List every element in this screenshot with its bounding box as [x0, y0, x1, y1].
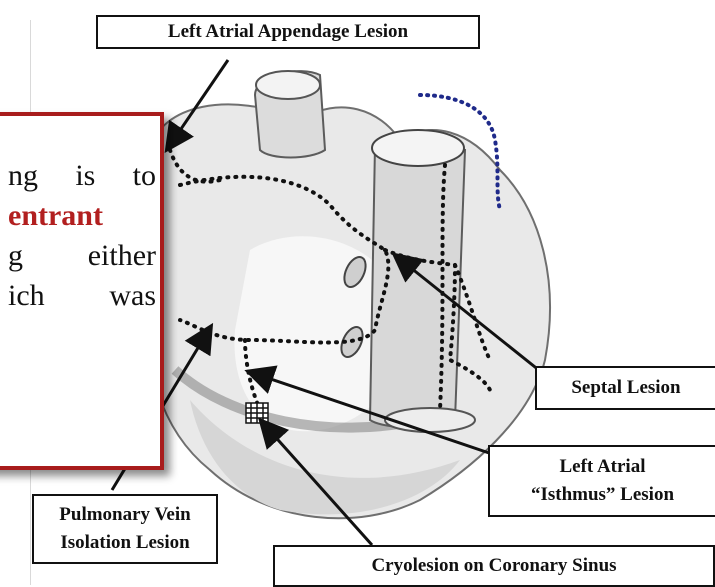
overlay-line-2: entrant — [0, 196, 156, 236]
overlay-line-3: g either — [0, 236, 156, 276]
overlay-line-1: ng is to — [0, 156, 156, 196]
overlay-word: was — [109, 276, 156, 316]
ivc-opening — [385, 408, 475, 432]
label-septal-lesion: Septal Lesion — [535, 366, 715, 410]
label-left-atrial-isthmus-lesion: Left Atrial “Isthmus” Lesion — [488, 445, 715, 517]
overlay-word: ich — [8, 276, 45, 316]
overlay-text-block: ng is to entrant g either ich was — [0, 156, 156, 316]
label-septal-text: Septal Lesion — [571, 377, 680, 398]
label-left-atrial-appendage-lesion: Left Atrial Appendage Lesion — [96, 15, 480, 49]
cryolesion-grid-mark — [246, 403, 268, 423]
label-pulmonary-line2: Isolation Lesion — [40, 529, 210, 557]
label-isthmus-line2: “Isthmus” Lesion — [496, 481, 709, 509]
label-cryolesion-text: Cryolesion on Coronary Sinus — [371, 555, 616, 576]
label-pulmonary-line1: Pulmonary Vein — [40, 501, 210, 529]
overlay-word: ng — [8, 156, 38, 196]
overlay-word: is — [75, 156, 95, 196]
overlay-word: g — [8, 236, 23, 276]
overlay-text-card: ng is to entrant g either ich was — [0, 112, 164, 470]
svc-opening — [372, 130, 464, 166]
overlay-word: to — [133, 156, 156, 196]
overlay-highlight-word: entrant — [8, 196, 103, 236]
label-cryolesion-coronary-sinus: Cryolesion on Coronary Sinus — [273, 545, 715, 587]
overlay-word: either — [88, 236, 156, 276]
label-left-atrial-appendage-text: Left Atrial Appendage Lesion — [168, 21, 408, 42]
label-pulmonary-vein-isolation-lesion: Pulmonary Vein Isolation Lesion — [32, 494, 218, 564]
aorta-opening — [256, 71, 320, 99]
overlay-line-4: ich was — [0, 276, 156, 316]
label-isthmus-line1: Left Atrial — [496, 453, 709, 481]
